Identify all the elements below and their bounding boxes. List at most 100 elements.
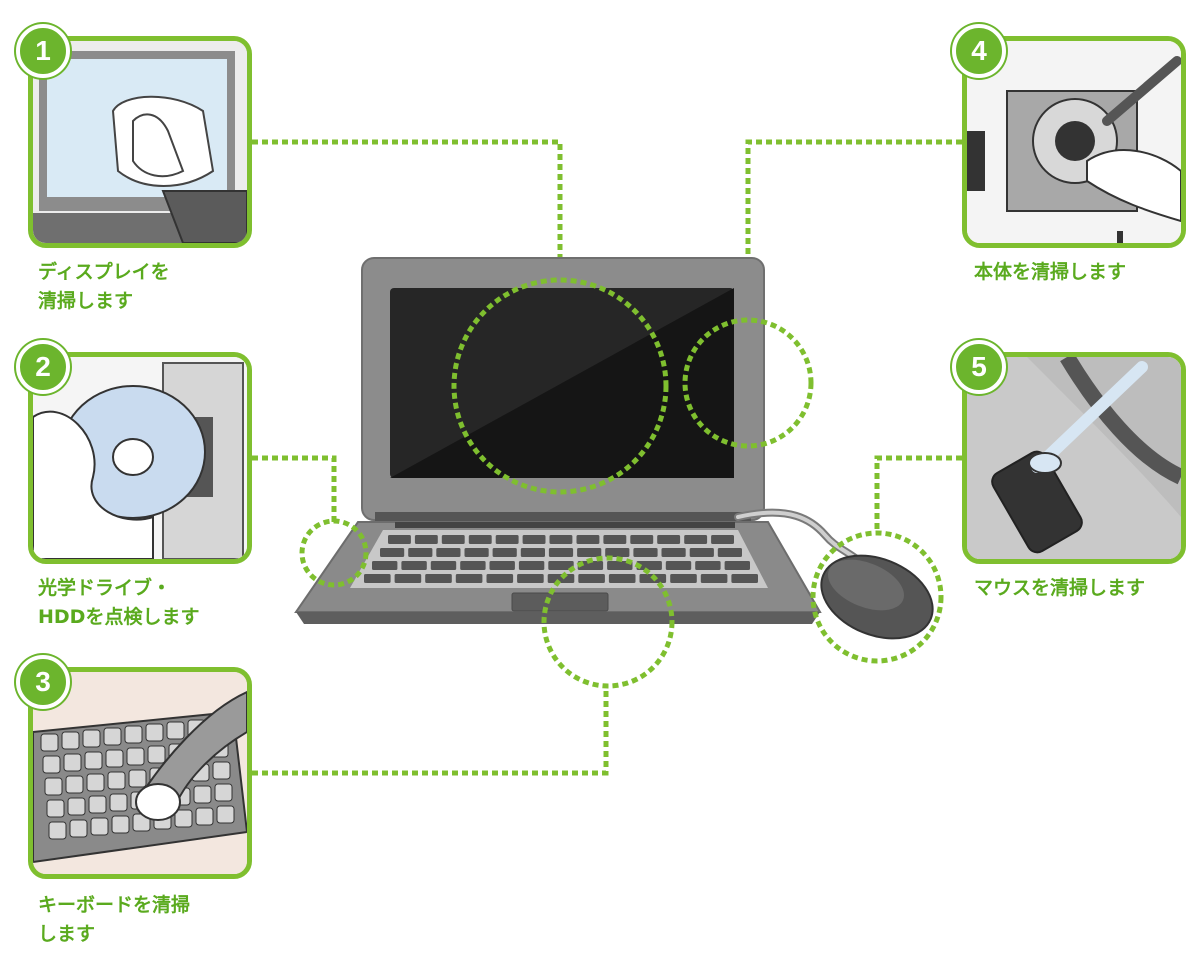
- connector-2: [252, 455, 337, 522]
- keyboard-key: [193, 785, 212, 804]
- keyboard-key: [124, 725, 143, 744]
- laptop-key: [522, 535, 546, 544]
- keyboard-key: [90, 817, 109, 836]
- laptop-key: [464, 548, 489, 557]
- keyboard-key: [82, 729, 101, 748]
- laptop-key: [657, 535, 681, 544]
- laptop-key: [576, 535, 600, 544]
- laptop-key: [486, 574, 514, 583]
- step-5-caption: マウスを清掃します: [974, 577, 1146, 599]
- laptop-key: [608, 574, 636, 583]
- laptop-key: [380, 548, 405, 557]
- mouse-cleaning-illustration: [967, 357, 1181, 559]
- step-3-badge: 3: [16, 655, 70, 709]
- keyboard-key: [111, 815, 130, 834]
- keyboard-key: [84, 751, 103, 770]
- step-4-panel: [962, 36, 1186, 248]
- laptop-key: [388, 535, 411, 544]
- laptop-key: [633, 548, 658, 557]
- step-1-caption: ディスプレイを 清掃します: [38, 261, 170, 312]
- laptop-key: [408, 548, 433, 557]
- laptop-key: [548, 548, 574, 557]
- laptop-key: [731, 574, 758, 583]
- laptop-key: [401, 561, 427, 570]
- laptop-key: [665, 561, 692, 570]
- step-2-caption: 光学ドライブ・ HDDを点検します: [38, 577, 200, 628]
- laptop-key: [441, 535, 465, 544]
- laptop-key: [425, 574, 452, 583]
- keyboard-key: [42, 755, 61, 774]
- laptop-key: [684, 535, 708, 544]
- step-4-badge: 4: [952, 24, 1006, 78]
- laptop-key: [414, 535, 438, 544]
- keyboard-key: [126, 747, 145, 766]
- laptop-key: [489, 561, 515, 570]
- step-5-panel: [962, 352, 1186, 564]
- keyboard-key: [216, 805, 235, 824]
- laptop-icon: [294, 257, 822, 624]
- keyboard-key: [40, 733, 59, 752]
- laptop-key: [372, 561, 398, 570]
- step-2-badge: 2: [16, 340, 70, 394]
- keyboard-key: [65, 775, 84, 794]
- keyboard-key: [67, 797, 86, 816]
- laptop-key: [548, 561, 574, 570]
- step-3-panel: [28, 667, 252, 879]
- laptop-key: [724, 561, 750, 570]
- mouse-icon: [734, 508, 934, 640]
- keyboard-key: [147, 745, 166, 764]
- step-1-panel: [28, 36, 252, 248]
- laptop-key: [578, 574, 605, 583]
- keyboard-key: [145, 723, 164, 742]
- laptop-key: [495, 535, 519, 544]
- step-5-badge: 5: [952, 340, 1006, 394]
- highlight-body: [682, 317, 814, 449]
- laptop-key: [630, 535, 654, 544]
- keyboard-key: [214, 783, 233, 802]
- laptop-key: [455, 574, 483, 583]
- step-1-badge: 1: [16, 24, 70, 78]
- laptop-key: [517, 574, 544, 583]
- laptop-key: [520, 548, 545, 557]
- connector-3: [252, 685, 609, 776]
- laptop-key: [607, 561, 633, 570]
- laptop-key: [717, 548, 742, 557]
- laptop-key: [603, 535, 627, 544]
- laptop-key: [577, 548, 602, 557]
- highlight-keyboard: [541, 555, 675, 689]
- step-3-caption: キーボードを清掃 します: [38, 894, 191, 945]
- keyboard-key: [212, 761, 231, 780]
- keyboard-key: [109, 793, 128, 812]
- laptop-key: [670, 574, 697, 583]
- laptop-key: [394, 574, 422, 583]
- keyboard-key: [61, 731, 80, 750]
- laptop-key: [547, 574, 575, 583]
- keyboard-key: [63, 753, 82, 772]
- laptop-key: [661, 548, 686, 557]
- laptop-key: [436, 548, 461, 557]
- laptop-key: [549, 535, 573, 544]
- laptop-key: [711, 535, 734, 544]
- keyboard-key: [88, 795, 107, 814]
- keyboard-key: [103, 727, 122, 746]
- laptop-key: [492, 548, 517, 557]
- highlight-display: [451, 277, 669, 495]
- keyboard-key: [195, 807, 214, 826]
- laptop-key: [695, 561, 721, 570]
- laptop-key: [460, 561, 486, 570]
- laptop-key: [700, 574, 728, 583]
- connector-1: [252, 139, 563, 268]
- highlight-mouse: [810, 530, 944, 664]
- keyboard-cleaning-illustration: [33, 672, 247, 874]
- keyboard-key: [128, 769, 147, 788]
- connector-4: [745, 139, 962, 318]
- laptop-key: [577, 561, 604, 570]
- step-4-caption: 本体を清掃します: [974, 261, 1127, 283]
- laptop-key: [468, 535, 492, 544]
- display-cleaning-illustration: [33, 41, 247, 243]
- keyboard-key: [166, 721, 185, 740]
- laptop-key: [636, 561, 662, 570]
- highlight-drive: [299, 518, 369, 588]
